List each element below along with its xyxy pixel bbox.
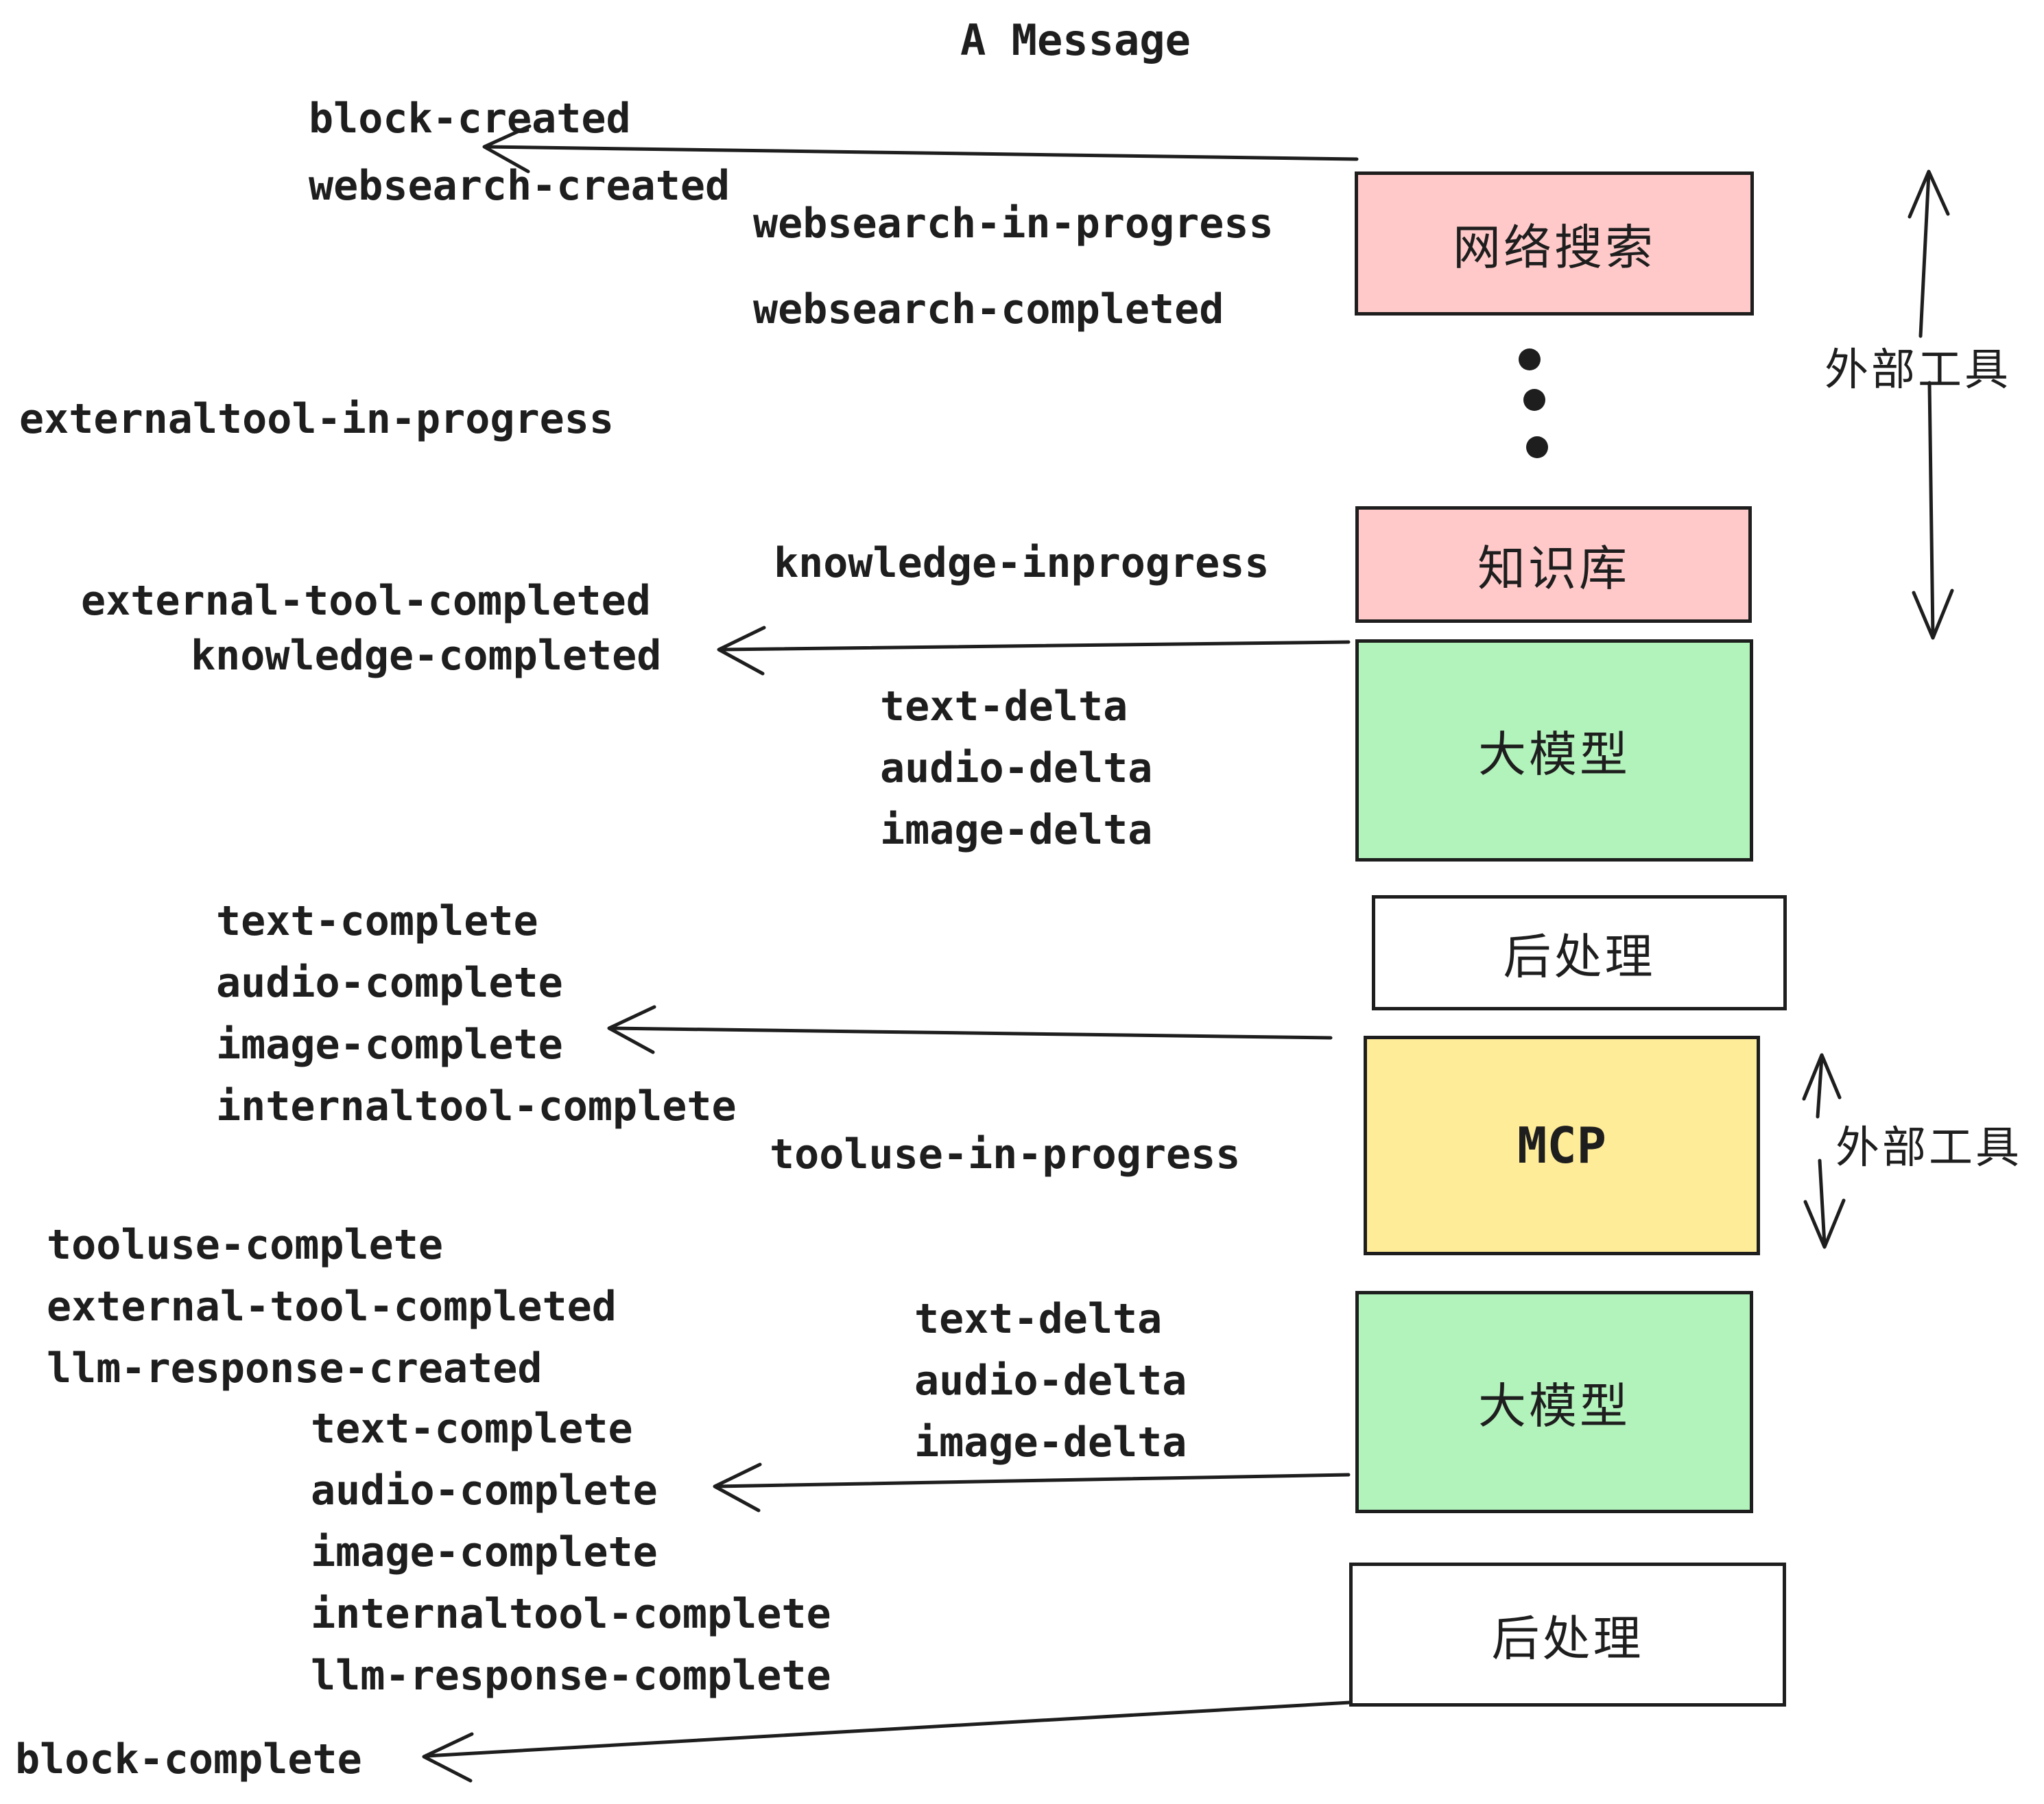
arrow-external-tools-1-up [1908, 169, 1950, 338]
box-llm-2: 大模型 [1355, 1291, 1753, 1513]
event-image-delta: image-delta [880, 806, 1153, 854]
event-audio-delta: audio-delta [880, 744, 1153, 792]
box-mcp-label: MCP [1517, 1117, 1607, 1174]
box-mcp: MCP [1364, 1036, 1760, 1255]
event-audio-delta-2: audio-delta [914, 1357, 1187, 1405]
event-list-delta-1: text-delta audio-delta image-delta [880, 676, 1152, 861]
side-label-external-tools-1: 外部工具 [1825, 345, 2011, 396]
event-internaltool-complete: internaltool-complete [216, 1082, 737, 1130]
event-tooluse-in-progress: tooluse-in-progress [770, 1130, 1241, 1178]
box-websearch-label: 网络搜索 [1453, 219, 1656, 276]
box-llm-1: 大模型 [1355, 639, 1753, 862]
event-websearch-completed: websearch-completed [753, 285, 1224, 333]
event-list-complete-2: text-complete audio-complete image-compl… [311, 1398, 831, 1707]
box-postprocess-1: 后处理 [1372, 895, 1787, 1010]
event-audio-complete: audio-complete [216, 959, 563, 1007]
diagram-title: A Message [960, 15, 1191, 65]
event-audio-complete-2: audio-complete [311, 1467, 658, 1515]
event-knowledge-completed: knowledge-completed [191, 632, 662, 680]
box-postprocess-1-label: 后处理 [1503, 928, 1656, 985]
event-block-complete: block-complete [15, 1735, 362, 1783]
box-websearch: 网络搜索 [1355, 171, 1754, 316]
event-internaltool-complete-2: internaltool-complete [311, 1590, 831, 1638]
side-label-external-tools-2: 外部工具 [1835, 1123, 2022, 1174]
event-image-delta-2: image-delta [914, 1419, 1187, 1467]
arrow-external-tools-1-down [1912, 381, 1954, 640]
event-external-tool-completed-2: external-tool-completed [47, 1283, 617, 1331]
event-llm-response-created: llm-response-created [47, 1344, 543, 1392]
box-postprocess-2-label: 后处理 [1491, 1610, 1644, 1667]
ellipsis-dots [1519, 348, 1548, 458]
event-block-created: block-created [309, 95, 631, 143]
event-text-delta-2: text-delta [914, 1295, 1163, 1343]
event-websearch-created: websearch-created [309, 162, 730, 210]
arrow-external-tools-2-up [1802, 1053, 1842, 1119]
arrow-knowledge-to-knowledge-completed [717, 626, 1351, 676]
box-llm-2-label: 大模型 [1478, 1377, 1630, 1434]
box-postprocess-2: 后处理 [1349, 1563, 1786, 1707]
box-knowledge: 知识库 [1355, 506, 1752, 623]
arrow-postprocess2-to-block-complete [422, 1700, 1352, 1783]
event-externaltool-in-progress: externaltool-in-progress [19, 395, 614, 443]
event-image-complete: image-complete [216, 1021, 563, 1069]
event-list-delta-2: text-delta audio-delta image-delta [914, 1288, 1187, 1473]
event-text-complete-2: text-complete [311, 1405, 633, 1453]
event-knowledge-inprogress: knowledge-inprogress [774, 539, 1270, 587]
event-image-complete-2: image-complete [311, 1528, 658, 1576]
box-llm-1-label: 大模型 [1478, 726, 1630, 783]
event-text-delta: text-delta [880, 683, 1128, 731]
event-external-tool-completed: external-tool-completed [81, 577, 651, 625]
event-list-tooluse: tooluse-complete external-tool-completed… [47, 1214, 617, 1399]
event-websearch-in-progress: websearch-in-progress [753, 200, 1274, 248]
event-text-complete: text-complete [216, 897, 538, 945]
event-llm-response-complete: llm-response-complete [311, 1652, 831, 1700]
box-knowledge-label: 知识库 [1477, 540, 1630, 597]
event-tooluse-complete: tooluse-complete [47, 1221, 443, 1269]
event-list-complete-1: text-complete audio-complete image-compl… [216, 890, 737, 1137]
